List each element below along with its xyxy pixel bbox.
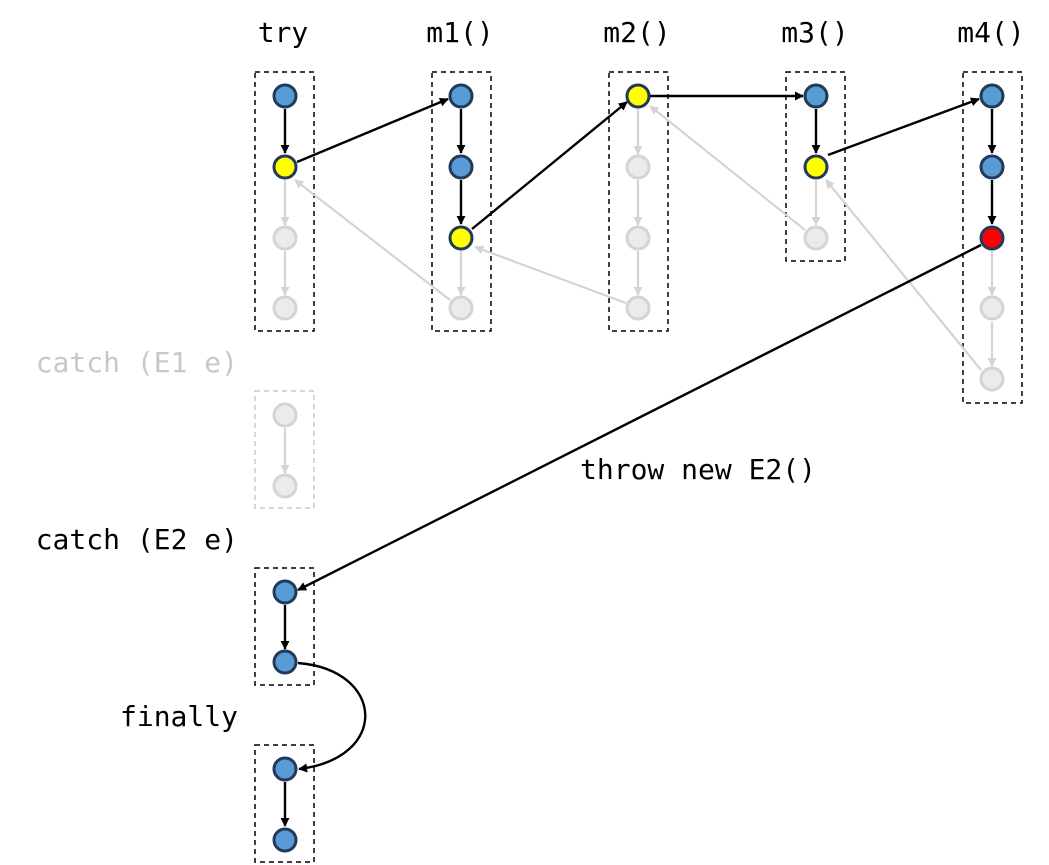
- return-m3-to-m2: [649, 105, 806, 231]
- m4-node-3-throw: [979, 225, 1005, 251]
- catch-e1-block-box: [254, 390, 315, 509]
- m2-node-1-call: [625, 83, 651, 109]
- return-m1-to-try: [294, 179, 451, 301]
- catch-e1-node-2: [272, 473, 298, 499]
- m3-node-3: [803, 225, 829, 251]
- catch-e2-node-2: [272, 649, 298, 675]
- try-node-3: [272, 225, 298, 251]
- label-m1: m1(): [426, 16, 493, 49]
- m1-node-3-call: [448, 225, 474, 251]
- finally-node-1: [272, 756, 298, 782]
- try-block-box: [254, 71, 315, 332]
- label-catch-e1: catch (E1 e): [36, 346, 238, 379]
- call-try-to-m1: [296, 97, 449, 164]
- label-try: try: [258, 16, 309, 49]
- m1-node-2: [448, 154, 474, 180]
- try-node-4: [272, 295, 298, 321]
- try-node-1: [272, 83, 298, 109]
- catch-e1-node-1: [272, 402, 298, 428]
- m4-node-4: [979, 295, 1005, 321]
- catch-e2-block-box: [254, 567, 315, 686]
- m4-node-5: [979, 366, 1005, 392]
- return-m2-to-m1: [474, 245, 627, 305]
- label-catch-e2: catch (E2 e): [36, 523, 238, 556]
- m3-node-1: [803, 83, 829, 109]
- return-m4-to-m3: [825, 179, 982, 371]
- label-m3: m3(): [781, 16, 848, 49]
- m1-node-4: [448, 295, 474, 321]
- finally-node-2: [272, 827, 298, 853]
- throw-arrow-m4-to-catch-e2: [297, 243, 982, 592]
- catch-e2-node-1: [272, 579, 298, 605]
- label-throw: throw new E2(): [580, 453, 816, 486]
- m4-block-box: [962, 71, 1023, 404]
- m4-node-1: [979, 83, 1005, 109]
- call-m3-to-m4: [827, 97, 980, 157]
- m2-node-2: [625, 154, 651, 180]
- m2-node-3: [625, 225, 651, 251]
- m2-node-4: [625, 295, 651, 321]
- m2-block-box: [608, 71, 669, 332]
- m1-node-1: [448, 83, 474, 109]
- call-m1-to-m2: [471, 101, 628, 230]
- label-m4: m4(): [957, 16, 1024, 49]
- try-node-2-call: [272, 154, 298, 180]
- label-m2: m2(): [603, 16, 670, 49]
- label-finally: finally: [120, 700, 238, 733]
- m3-node-2-call: [803, 154, 829, 180]
- m3-block-box: [785, 71, 846, 262]
- m1-block-box: [431, 71, 492, 332]
- finally-block-box: [254, 744, 315, 863]
- m4-node-2: [979, 154, 1005, 180]
- catch-to-finally-arrow: [297, 661, 367, 773]
